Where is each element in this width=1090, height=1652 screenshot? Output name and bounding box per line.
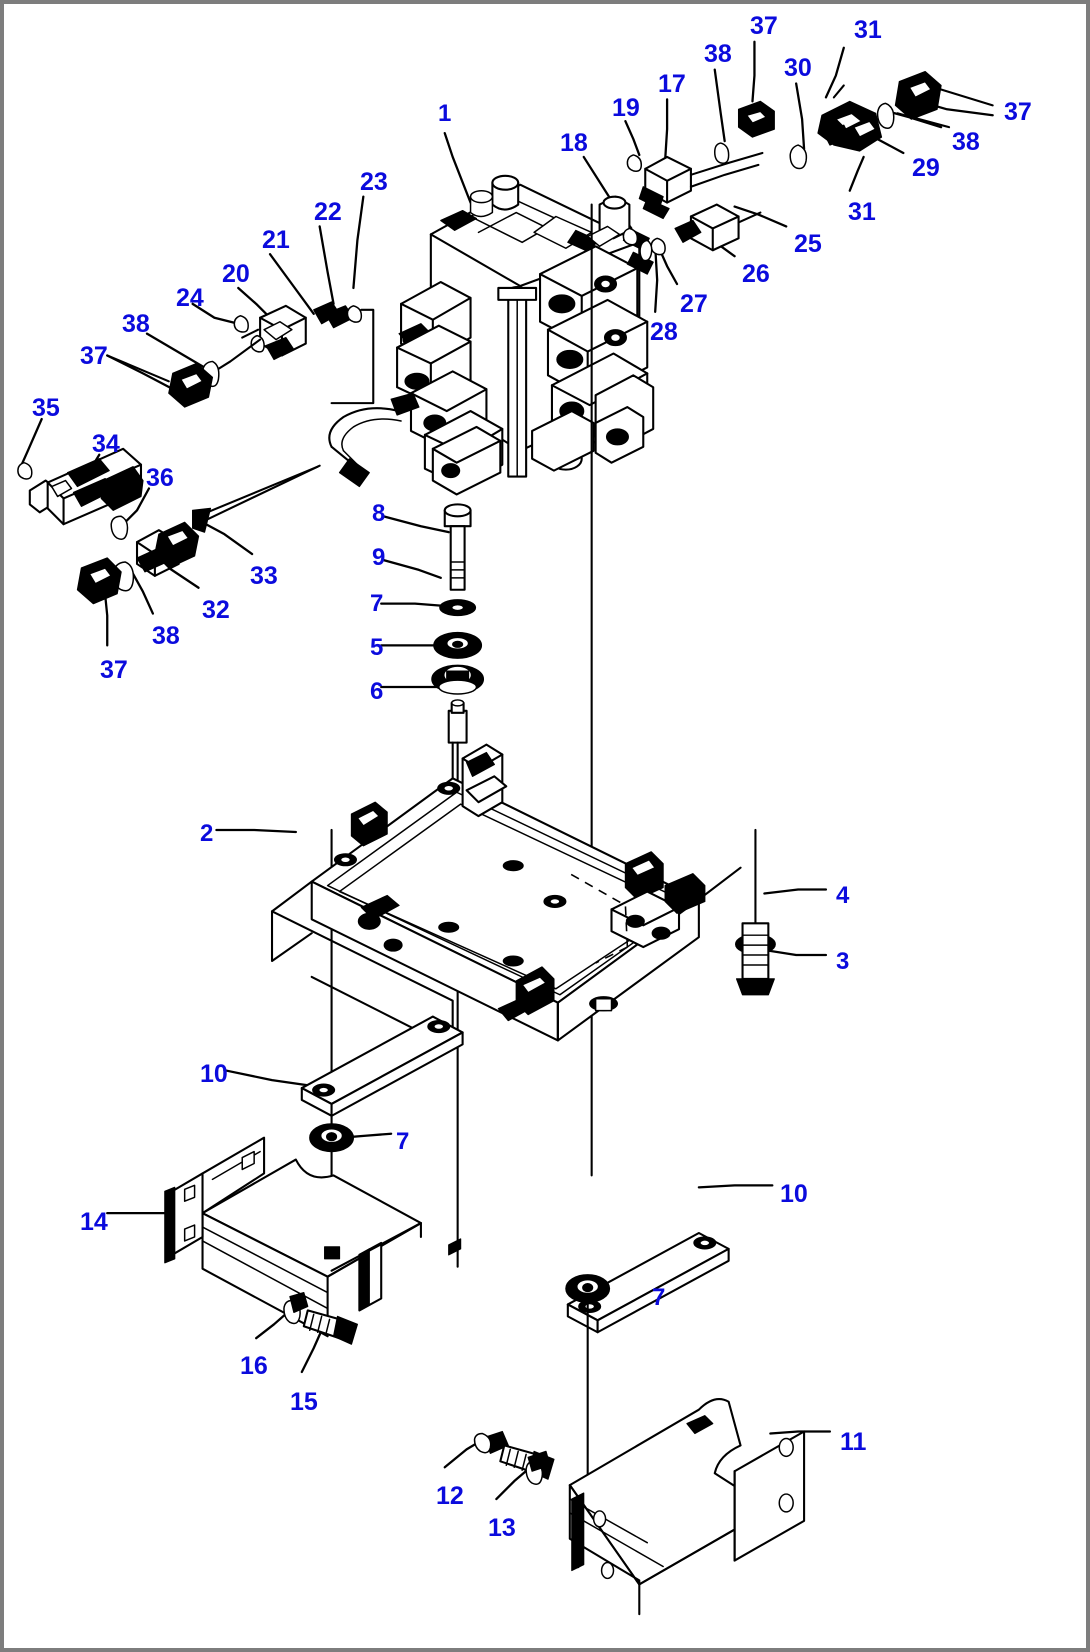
callout-number-29: 29 [912, 154, 940, 182]
leader-line-24 [191, 302, 240, 325]
leader-line-35 [18, 417, 43, 470]
callout-number-38: 38 [704, 40, 732, 68]
cover-11-graphic [568, 1398, 806, 1616]
callout-number-6: 6 [370, 678, 384, 705]
mounting-bracket-plate-graphic [270, 741, 742, 1050]
callout-number-14: 14 [80, 1208, 108, 1236]
callout-number-13: 13 [488, 1514, 516, 1542]
callout-number-38: 38 [952, 128, 980, 156]
leader-line-9 [382, 558, 442, 579]
callout-number-25: 25 [794, 230, 822, 258]
leader-line-33 [197, 519, 254, 556]
leader-line-15 [300, 1329, 323, 1374]
leader-line-17 [663, 98, 669, 163]
leader-line-38 [131, 572, 155, 615]
callout-number-15: 15 [290, 1388, 318, 1416]
callout-number-17: 17 [658, 70, 686, 98]
callout-number-11: 11 [840, 1428, 867, 1456]
callout-number-19: 19 [612, 94, 640, 122]
callout-number-2: 2 [200, 820, 214, 847]
leader-line-28 [654, 245, 659, 313]
callout-number-7: 7 [370, 590, 384, 617]
callout-number-33: 33 [250, 562, 278, 590]
callout-number-10: 10 [780, 1180, 808, 1208]
left-fittings-group [106, 301, 375, 408]
leader-line-31 [824, 46, 845, 99]
right-fittings-group [622, 70, 994, 262]
callout-number-37: 37 [1004, 98, 1032, 126]
callout-number-4: 4 [836, 882, 850, 909]
callout-number-37: 37 [80, 342, 108, 370]
leader-line-38 [713, 68, 726, 143]
leader-line-8 [382, 515, 450, 534]
control-valve-assembly-graphic [328, 174, 655, 496]
washer-4-bolt-3-group [734, 922, 776, 996]
callout-number-9: 9 [372, 544, 386, 571]
leader-line-2 [215, 828, 297, 834]
diagram-artboard: .ln { fill:none; stroke:#000; stroke-wid… [4, 4, 1086, 1648]
callout-number-23: 23 [360, 168, 388, 196]
leader-line-7 [380, 602, 442, 607]
bolt-12-washer-13-group [473, 1430, 555, 1486]
leader-line-10 [697, 1184, 774, 1189]
diagram-vector-canvas: .ln { fill:none; stroke:#000; stroke-wid… [17, 40, 994, 1616]
callout-number-26: 26 [742, 260, 770, 288]
washer-7-left-graphic [309, 1123, 355, 1260]
leader-line-19 [624, 120, 641, 157]
leader-line-31 [848, 155, 865, 192]
callout-number-36: 36 [146, 464, 174, 492]
callout-number-38: 38 [152, 622, 180, 650]
callout-number-18: 18 [560, 129, 588, 157]
left-lower-cartridge-group [17, 447, 319, 605]
leader-line-37 [751, 40, 756, 103]
cover-14-graphic [164, 1136, 462, 1338]
callout-number-10: 10 [200, 1060, 228, 1088]
leader-line-3 [757, 947, 828, 957]
leader-line-37 [104, 594, 109, 647]
callout-number-21: 21 [262, 226, 290, 254]
callout-number-3: 3 [836, 948, 850, 975]
leader-line-22 [318, 225, 335, 306]
callout-number-5: 5 [370, 634, 384, 661]
leader-line-13 [495, 1468, 530, 1501]
callout-number-37: 37 [750, 12, 778, 40]
leader-line-23 [352, 195, 365, 290]
callout-number-37: 37 [100, 656, 128, 684]
leader-line-25 [733, 205, 788, 228]
leader-line-4 [763, 888, 828, 895]
callout-number-38: 38 [122, 310, 150, 338]
bolt-15-washer-16-group [283, 1291, 358, 1345]
callout-number-7: 7 [652, 1284, 666, 1311]
callout-number-16: 16 [240, 1352, 268, 1380]
callout-number-20: 20 [222, 260, 250, 288]
callout-number-8: 8 [372, 500, 386, 527]
leader-line-36 [123, 487, 151, 524]
leader-line-11 [769, 1430, 832, 1435]
callout-number-30: 30 [784, 54, 812, 82]
leader-line-30 [795, 82, 806, 151]
callout-number-31: 31 [848, 198, 876, 226]
leader-line-10 [223, 1069, 315, 1088]
callout-number-24: 24 [176, 284, 204, 312]
callout-number-32: 32 [202, 596, 230, 624]
callout-number-22: 22 [314, 198, 342, 226]
strap-10-left-graphic [300, 1015, 464, 1117]
callout-number-31: 31 [854, 16, 882, 44]
fastener-stack-group [431, 503, 485, 1268]
callout-number-35: 35 [32, 394, 60, 422]
callout-number-12: 12 [436, 1482, 464, 1510]
callout-number-28: 28 [650, 318, 678, 346]
callout-number-34: 34 [92, 430, 120, 458]
callout-number-1: 1 [438, 100, 452, 127]
callout-number-27: 27 [680, 290, 708, 318]
leader-line-21 [268, 253, 315, 315]
callout-number-7: 7 [396, 1128, 410, 1155]
leader-line-1 [443, 131, 472, 204]
